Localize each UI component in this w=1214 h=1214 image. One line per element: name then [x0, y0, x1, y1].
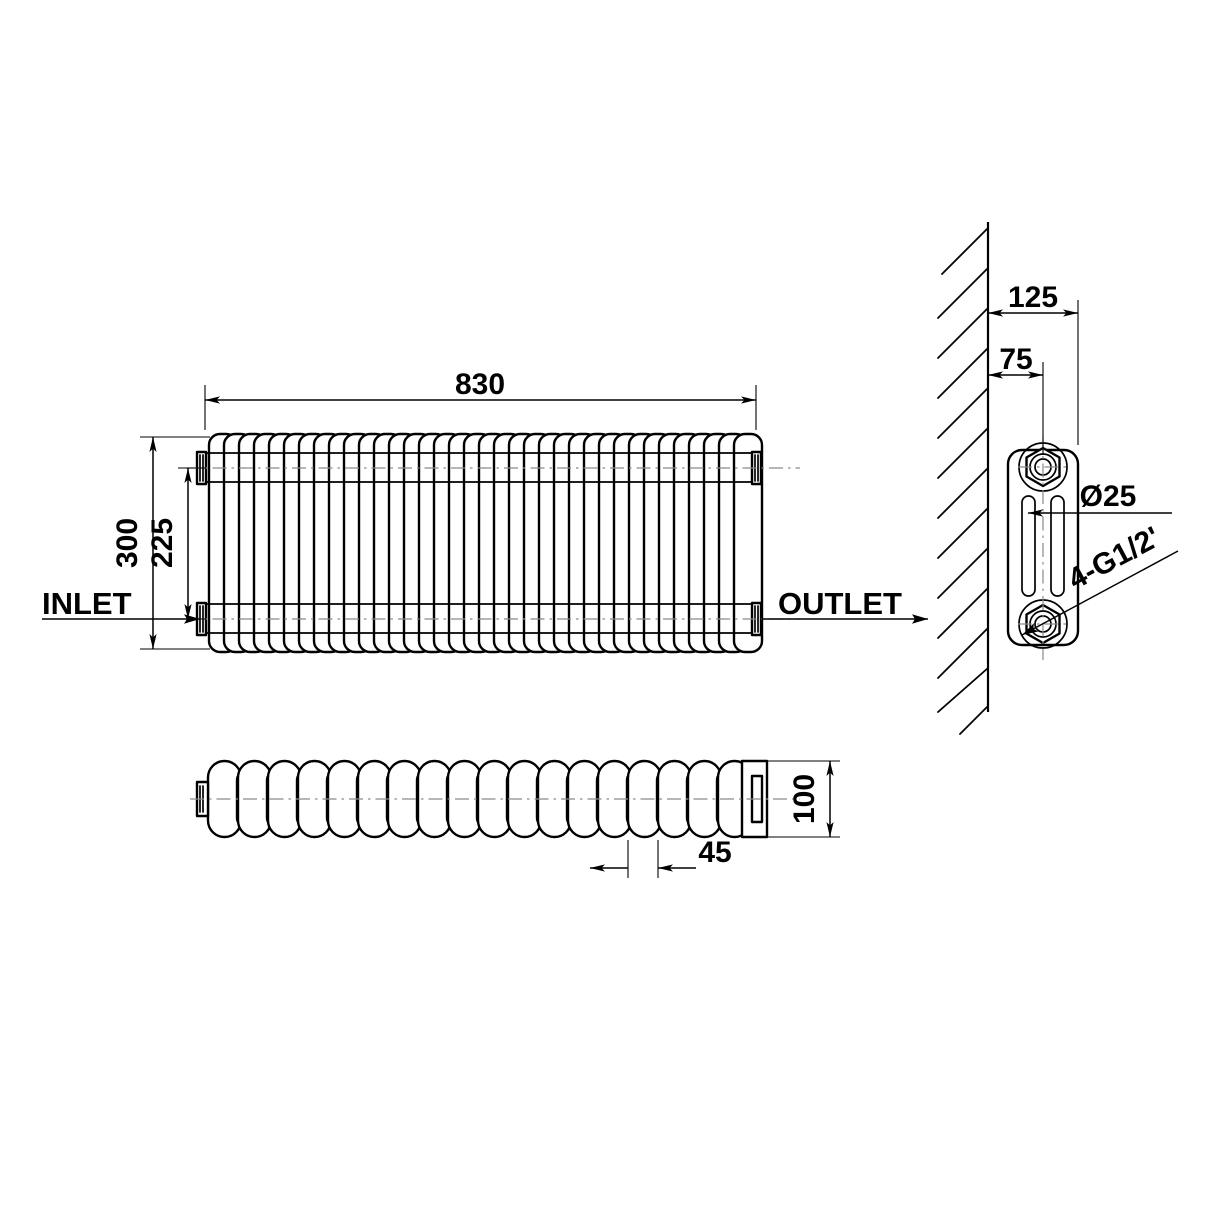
- front-radiator-body: [195, 432, 764, 654]
- side-internal-columns: [1021, 495, 1065, 597]
- inlet-annotation: INLET: [42, 586, 200, 624]
- wall-hatching: [937, 227, 989, 735]
- dimension-depth-100: 100: [767, 760, 840, 838]
- dimension-label-height: 300: [111, 518, 144, 568]
- front-outlet-port: [750, 450, 763, 486]
- dimension-label-pitch: 45: [698, 836, 731, 869]
- top-plan-view: 45 100: [190, 759, 840, 878]
- front-sections-group: [207, 432, 764, 654]
- dimension-height-300: 300: [111, 436, 210, 650]
- dimension-depth-125: 125: [987, 281, 1079, 445]
- dimension-label-top-depth: 100: [788, 774, 821, 824]
- front-outlet-port-lower: [750, 601, 763, 637]
- dimension-centers-225: 225: [146, 467, 206, 620]
- front-upper-manifold: [206, 452, 752, 483]
- dimension-label-fixing: 75: [999, 343, 1032, 376]
- dimension-pitch-45: 45: [590, 836, 732, 878]
- dimension-width-830: 830: [204, 368, 757, 430]
- outlet-label: OUTLET: [778, 586, 902, 621]
- side-radiator-body: [1006, 437, 1080, 660]
- dimension-label-width: 830: [455, 368, 505, 401]
- top-radiator-body: [190, 759, 800, 839]
- dimension-label-port-diameter: Ø25: [1080, 480, 1137, 513]
- front-elevation-view: 830 300 225 INLET OUTLET: [42, 368, 928, 654]
- dimension-label-centers: 225: [146, 518, 179, 568]
- side-section-view: 125 75 Ø25 4-G1/2': [937, 222, 1179, 735]
- inlet-label: INLET: [42, 586, 132, 621]
- dimension-label-depth: 125: [1008, 281, 1058, 314]
- dimension-port-diameter: Ø25: [1028, 480, 1172, 517]
- dimension-depth-75: 75: [987, 343, 1044, 455]
- front-lower-manifold: [206, 603, 752, 634]
- outlet-annotation: OUTLET: [762, 586, 928, 624]
